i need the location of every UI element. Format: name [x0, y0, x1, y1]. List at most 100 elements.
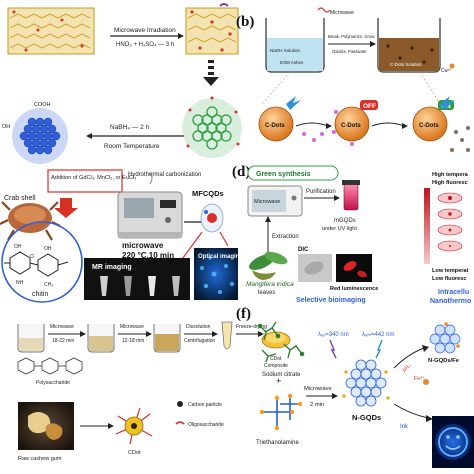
microwave-label-c: microwave [122, 241, 164, 250]
sodium-label: Sodium citrate [262, 372, 301, 378]
chitin-label: chitin [32, 291, 48, 298]
beaker-e3 [153, 324, 181, 353]
arrow-head-icon [426, 415, 433, 422]
polysaccharide-label: Polysaccharide [36, 380, 70, 386]
arrow-head-icon [326, 123, 332, 129]
panel-letter-b: (b) [236, 14, 254, 30]
step2-condition: Room Temperature [104, 143, 160, 150]
time-label-f: 2 min [310, 402, 324, 408]
beaker1-sub: ESM Ashes [280, 60, 304, 65]
panel-f: (f) Sodium citrate + Triethanolamine Mic… [236, 306, 474, 468]
cdot-on-2: C-Dots ON [412, 96, 455, 142]
mfcqd-vial [200, 203, 224, 233]
arrow-head-up-icon [265, 216, 271, 222]
ink-label: Ink [400, 424, 409, 430]
high-fluor-label: High fluoresc [432, 180, 468, 186]
excitation-icon [329, 339, 337, 359]
panel-e: Microwave 18-22 min Microwave 12-18 min … [17, 321, 291, 462]
arrow-head-icon [422, 345, 429, 352]
addition-label: Addition of GdCl₃, MnCl₂, or EuCl₃ [51, 175, 136, 181]
cdot-on-1: C-Dots [258, 96, 301, 142]
arrow-down-red-icon [54, 198, 78, 218]
beaker1-label: NaOH Solution [270, 48, 301, 53]
arrow-f2 [393, 347, 425, 369]
smiley-ink-image [432, 416, 474, 468]
ph-label: pH↓ [401, 362, 413, 373]
arrow-head-icon [370, 41, 376, 47]
triethanol-label: Triethanolamine [256, 440, 299, 446]
ngqd-fe-cluster [429, 322, 461, 354]
crab-shell-illustration [0, 201, 61, 241]
arrow-head-icon [334, 195, 340, 201]
arrow-head-icon [146, 331, 152, 337]
beaker-e1 [17, 324, 45, 353]
ion-icon [449, 63, 455, 69]
arrow-head-icon [108, 423, 114, 429]
step1-reagent: HNO₃ + H₂SO₄ — 3 h [116, 42, 174, 48]
green-synthesis-badge [247, 165, 339, 181]
cooh-label: COOH [34, 102, 51, 108]
arrow-head-icon [402, 123, 408, 129]
oh-label: OH [2, 124, 10, 130]
step2-reagent: NaBH₄ — 2 h [110, 124, 150, 131]
ngqds-label: N-GQDs [352, 413, 381, 422]
microwave-label-b: Microwave [330, 10, 354, 16]
cu-ion-label: Cu²⁺ [441, 68, 452, 74]
vial-cap [342, 180, 360, 185]
fe-label: Fe³⁺ [414, 375, 425, 382]
ngqd-cluster [342, 359, 390, 407]
nanotherm-label: Nanothermo [430, 298, 471, 305]
addition-box [47, 169, 123, 193]
time2-label: 12-18 min [122, 338, 144, 344]
hydro-label: Hydrothermal carbonization [128, 172, 201, 178]
triethanolamine-molecules [259, 393, 303, 431]
chitin-nh: NH [16, 280, 24, 286]
arrow-to-mr [179, 231, 203, 263]
arrow-to-optical [219, 231, 229, 247]
fe-ion-icon [423, 379, 429, 385]
microwave-wave-icon [317, 7, 331, 13]
dic-label: DIC [298, 247, 309, 253]
process-label: Break, Polymerize, Grow [328, 34, 375, 39]
cdot-off: C-Dots OFF [332, 100, 378, 146]
legend-carbon-label: Carbon particle [188, 402, 222, 408]
legend-carbon-icon [177, 401, 183, 407]
off-badge [360, 100, 378, 110]
arrow-head-icon [212, 331, 218, 337]
arrow-b3 [371, 122, 405, 127]
time1-label: 18-22 min [52, 338, 74, 344]
arrow-head-icon [258, 331, 264, 337]
plus-sign: + [276, 376, 281, 386]
green-synthesis-label: Green synthesis [256, 171, 311, 178]
step1-label: Microwave Irradiation [114, 27, 176, 34]
cdot-label: C-Dots [419, 123, 439, 129]
panel-c: Crab shell Addition of GdCl₃, MnCl₂, or … [0, 169, 243, 303]
panel-b: (b) NaOH Solution ESM Ashes Microwave Br… [236, 7, 470, 152]
temperature-bar [424, 188, 430, 264]
bolt-icon [219, 3, 229, 7]
arrow-down-dashed [203, 60, 219, 86]
plant-sub: leaves [258, 290, 275, 296]
microwave-oven-d: Microwave [247, 185, 303, 217]
microwave2-label: Microwave [120, 324, 144, 330]
product-label: MFCQDs [192, 189, 224, 198]
intracell-label: Intracellu [438, 289, 469, 296]
chitin-o: O [30, 254, 34, 260]
crab-shell-label: Crab shell [4, 195, 36, 202]
microwave-label-d: Microwave [254, 199, 280, 205]
mgqds-vial [343, 183, 359, 211]
lambda-ex-label: λₑₓ=340 nm [318, 332, 349, 338]
freeze-label: Freeze-drying [236, 324, 267, 330]
microwave-reactor [117, 171, 183, 239]
process-sub: Oxidize, Passivate [332, 49, 367, 54]
centrifugation-label: Centrifugation [184, 338, 215, 344]
panel-letter-f: (f) [236, 306, 251, 322]
cdot-label-e: CDot [128, 450, 141, 456]
low-temp-label: Low temperat [432, 268, 469, 274]
chitin-ch3: CH₃ [44, 282, 53, 288]
mr-label: MR imaging [92, 264, 132, 271]
microwave1-label: Microwave [50, 324, 74, 330]
legend-oligo-icon [175, 421, 185, 425]
off-label: OFF [363, 103, 376, 110]
